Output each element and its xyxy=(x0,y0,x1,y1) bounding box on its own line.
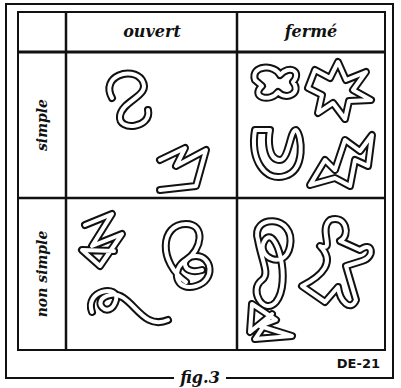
curve-outline xyxy=(254,68,296,98)
curve-outline xyxy=(257,221,291,306)
curve-inner xyxy=(91,291,168,322)
curve-inner xyxy=(254,68,296,98)
reference-code: DE-21 xyxy=(337,357,380,370)
curve-inner xyxy=(257,221,291,306)
column-header: fermé xyxy=(285,24,338,40)
column-rule xyxy=(236,12,239,350)
curve-inner xyxy=(250,304,292,339)
curve-outline xyxy=(302,219,371,305)
curve-drawings xyxy=(82,62,372,339)
curve-outline xyxy=(250,304,292,339)
row-header: simple xyxy=(35,99,49,151)
curve-outline xyxy=(166,224,210,287)
curve-inner xyxy=(82,214,122,266)
curve-outline xyxy=(82,214,122,266)
curve-inner xyxy=(302,219,371,305)
row-header: non simple xyxy=(35,231,49,318)
curve-inner xyxy=(166,224,210,287)
figure-caption: fig.3 xyxy=(174,370,226,386)
curve-outline xyxy=(91,291,168,322)
curve-outline xyxy=(310,135,372,186)
curve-outline xyxy=(254,130,301,177)
curve-inner xyxy=(254,130,301,177)
curve-inner xyxy=(109,74,148,126)
outer-frame xyxy=(6,4,393,378)
header-rule xyxy=(18,51,385,54)
column-header: ouvert xyxy=(123,24,181,40)
curve-inner xyxy=(310,135,372,186)
table-frame xyxy=(6,4,393,378)
table-border xyxy=(18,12,385,350)
curve-outline xyxy=(308,62,371,119)
column-rule xyxy=(65,12,68,350)
curve-inner xyxy=(308,62,371,119)
row-rule xyxy=(18,197,385,200)
curve-outline xyxy=(109,74,148,126)
curve-outline xyxy=(160,148,206,190)
curve-inner xyxy=(160,148,206,190)
